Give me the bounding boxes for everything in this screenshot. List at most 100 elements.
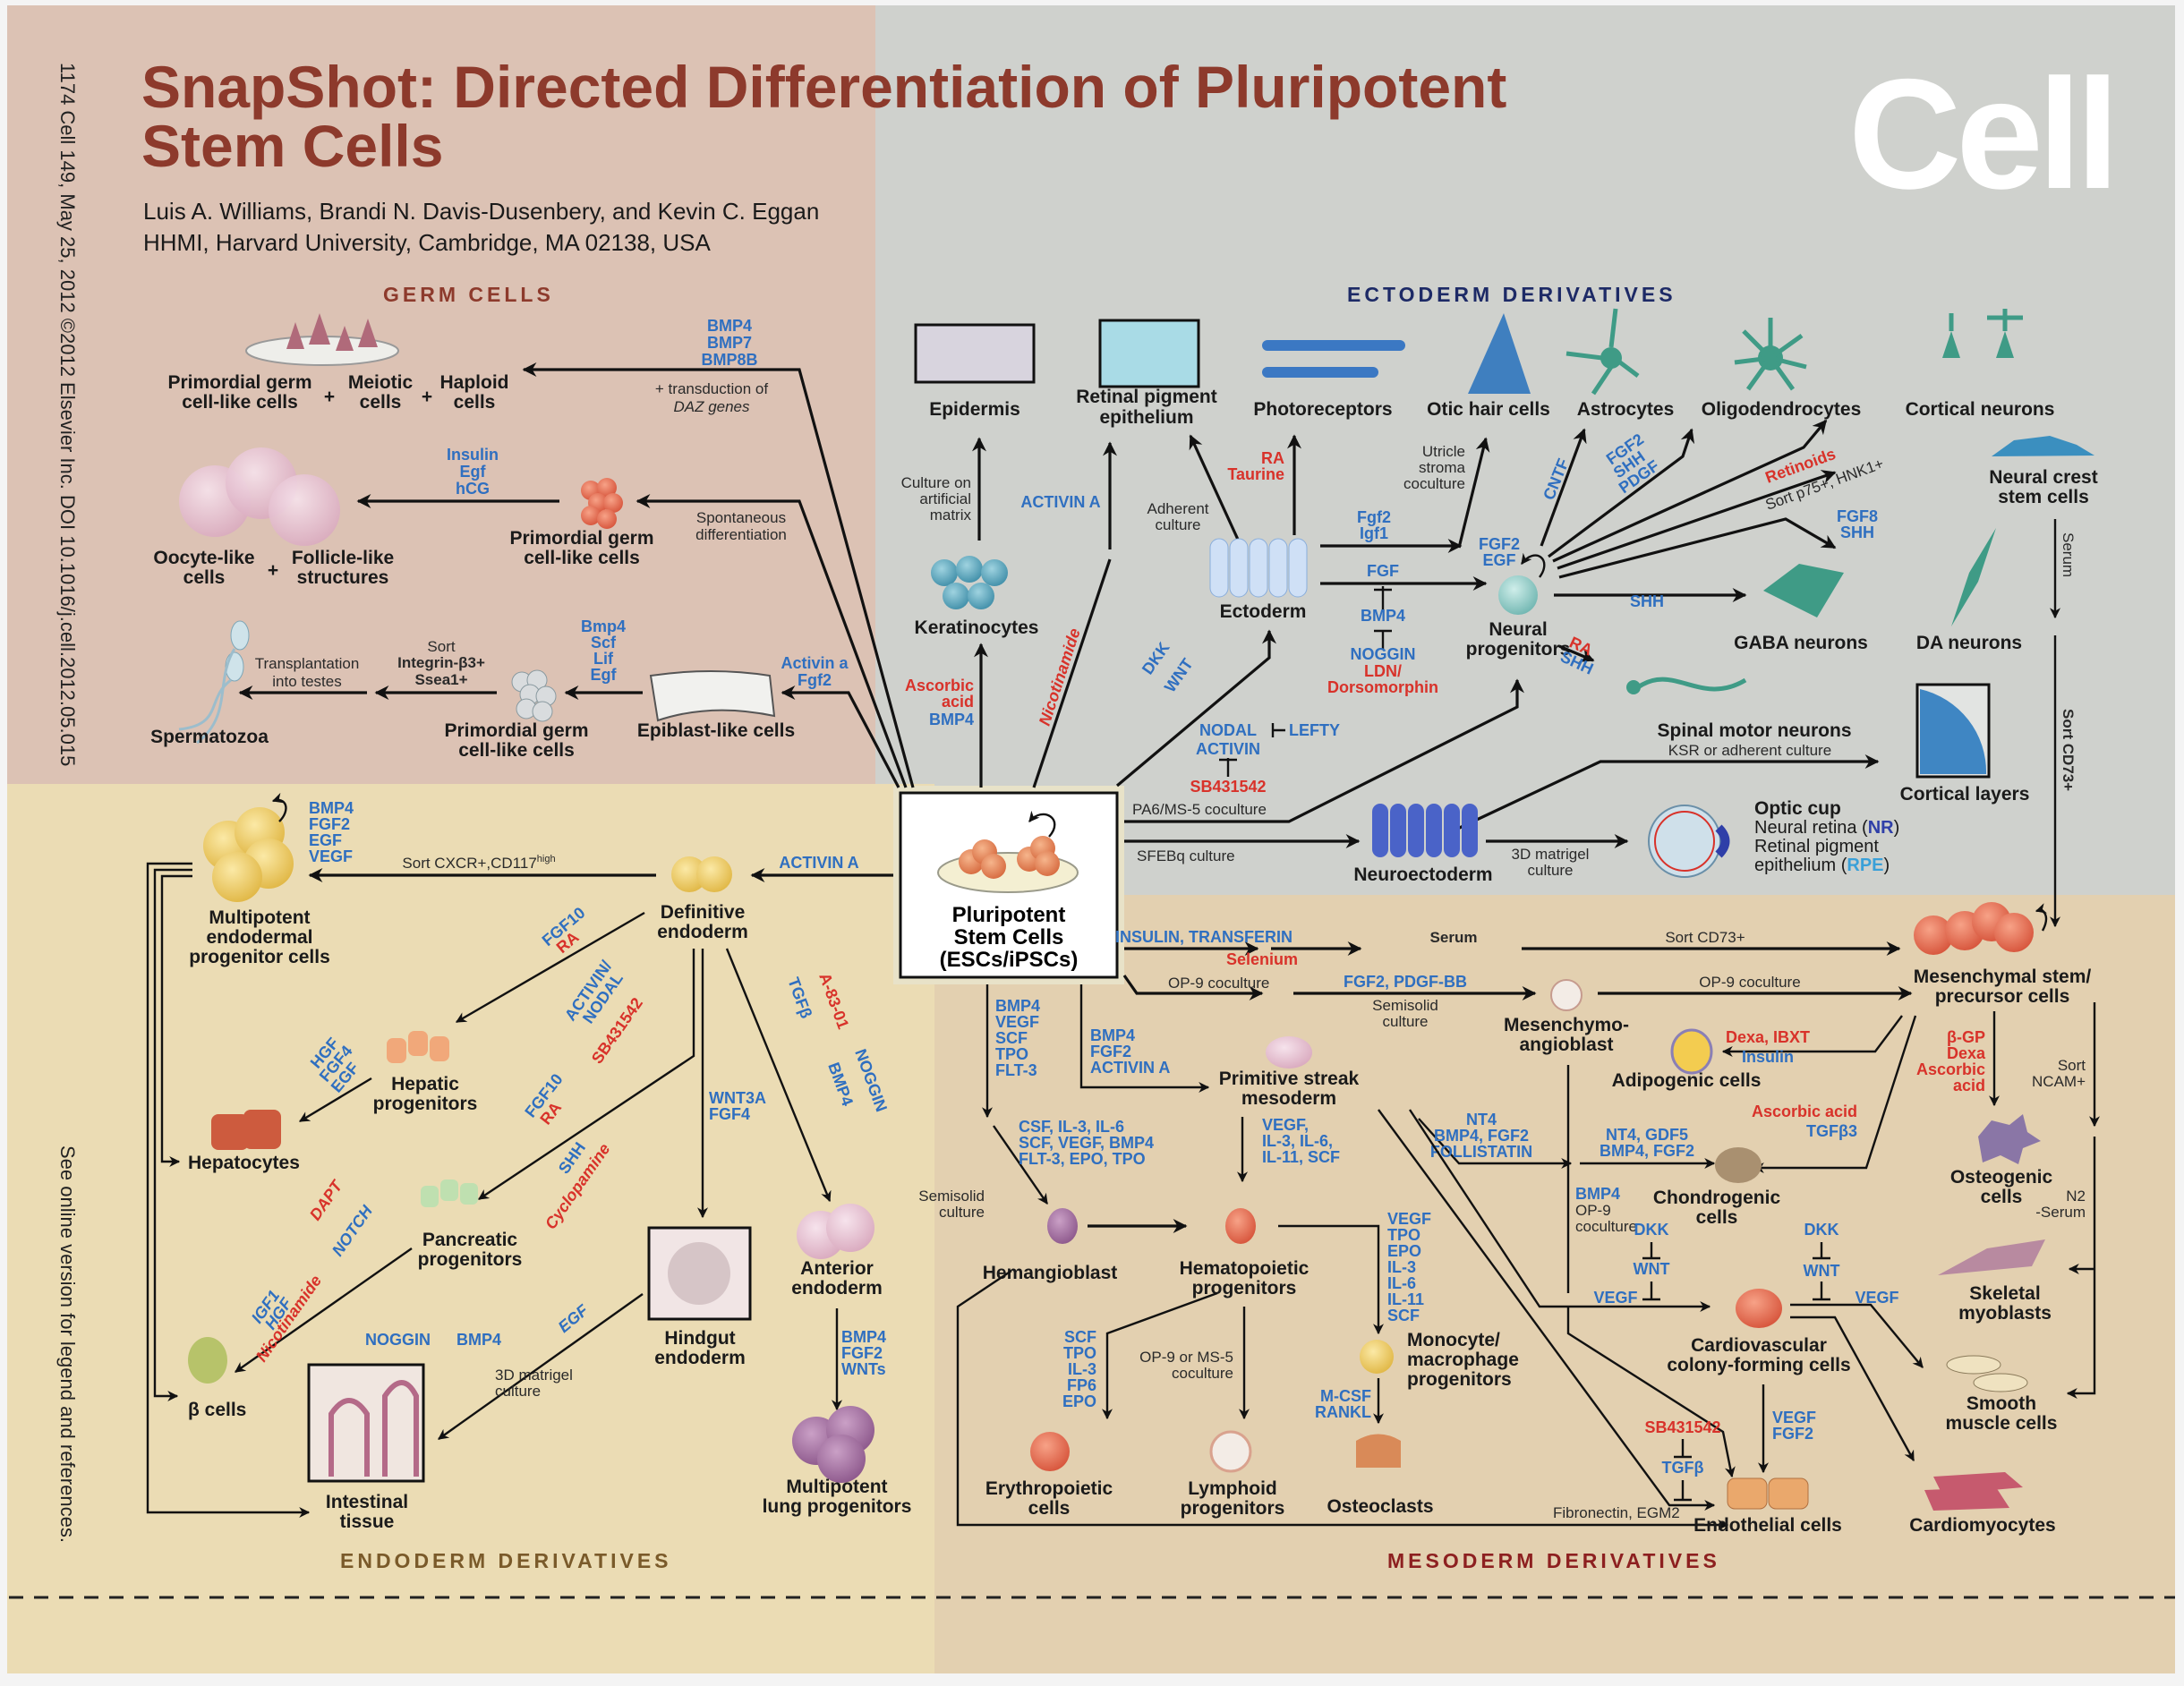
svg-text:lung progenitors: lung progenitors: [763, 1496, 912, 1517]
node-rpe-label: Retinal pigment: [1076, 387, 1217, 407]
svg-text:Activin a: Activin a: [781, 654, 849, 672]
spinal-motor-neuron-icon: [1636, 677, 1747, 692]
svg-text:BMP8B: BMP8B: [701, 351, 757, 369]
svg-text:BMP4: BMP4: [841, 1328, 886, 1346]
node-pancreatic-label: Pancreatic: [422, 1230, 518, 1250]
node-spermatozoa-label: Spermatozoa: [150, 727, 269, 747]
svg-text:WNTs: WNTs: [841, 1360, 886, 1378]
svg-text:OP-9: OP-9: [1575, 1202, 1611, 1219]
svg-text:progenitors: progenitors: [1466, 639, 1571, 660]
svg-text:BMP4: BMP4: [995, 997, 1040, 1015]
node-endothelial-label: Endothelial cells: [1693, 1515, 1842, 1536]
node-mono-label: Monocyte/: [1407, 1330, 1500, 1350]
svg-text:Sort CD73+: Sort CD73+: [2060, 709, 2077, 791]
arrow-mep-to-beta: [153, 868, 192, 1401]
germ-panel: [7, 5, 875, 784]
node-pgc2-label: Primordial germ: [509, 528, 653, 549]
node-hindgut-label: Hindgut: [664, 1328, 735, 1349]
svg-text:INSULIN, TRANSFERIN: INSULIN, TRANSFERIN: [1115, 928, 1292, 946]
petri-dish-icon: [937, 810, 1079, 893]
svg-text:+: +: [324, 387, 335, 407]
svg-text:EGF: EGF: [1482, 551, 1515, 569]
svg-text:BMP4, FGF2: BMP4, FGF2: [1600, 1142, 1694, 1160]
oligodendrocyte-icon: [1734, 318, 1807, 391]
svg-text:Insulin: Insulin: [1742, 1048, 1794, 1066]
arrow-mep-to-intestinal: [146, 862, 311, 1518]
arrow-ps-to-endothelial: [1378, 1109, 1716, 1511]
node-smooth-label: Smooth: [1966, 1393, 2036, 1414]
epiblast-icon: [649, 670, 776, 722]
erythropoietic-icon: [1030, 1432, 1070, 1471]
svg-text:RA: RA: [1261, 449, 1284, 467]
center-label-3: (ESCs/iPSCs): [940, 948, 1079, 972]
svg-text:Igf1: Igf1: [1360, 524, 1388, 542]
svg-text:angioblast: angioblast: [1519, 1035, 1613, 1055]
arrow-hindgut-to-intestinal: [438, 1293, 644, 1440]
svg-text:BMP4: BMP4: [456, 1331, 501, 1349]
node-osteo-label: Osteogenic: [1950, 1167, 2053, 1188]
svg-text:SCF, VEGF, BMP4: SCF, VEGF, BMP4: [1019, 1134, 1154, 1152]
node-da-label: DA neurons: [1916, 633, 2022, 653]
node-ery-label: Erythropoietic: [985, 1478, 1113, 1499]
svg-text:BMP4: BMP4: [1090, 1026, 1135, 1044]
svg-text:CSF, IL-3, IL-6: CSF, IL-3, IL-6: [1019, 1118, 1124, 1136]
svg-text:SFEBq culture: SFEBq culture: [1137, 847, 1235, 864]
node-neuroectoderm-label: Neuroectoderm: [1353, 864, 1492, 885]
svg-text:FGF: FGF: [1367, 562, 1399, 580]
arrow-ksr: [1449, 754, 1880, 834]
inhibit-dkk-wnt-1: [1642, 1242, 1660, 1301]
node-epiblast-label: Epiblast-like cells: [637, 720, 795, 741]
svg-text:Spontaneous: Spontaneous: [696, 509, 786, 526]
node-chondro-label: Chondrogenic: [1653, 1188, 1781, 1208]
arrow-to-smooth: [2066, 1137, 2096, 1399]
arrow-to-spinal: [1558, 644, 1595, 662]
svg-text:endoderm: endoderm: [654, 1348, 746, 1368]
svg-text:LEFTY: LEFTY: [1289, 721, 1340, 739]
epidermis-icon: [914, 323, 1036, 384]
svg-text:BMP4: BMP4: [1575, 1185, 1620, 1203]
svg-text:BMP4: BMP4: [1361, 607, 1405, 625]
svg-text:FP6: FP6: [1067, 1376, 1096, 1394]
node-pgc3-label: Primordial germ: [444, 720, 588, 741]
beta-cell-icon: [188, 1337, 227, 1384]
astrocyte-icon: [1565, 308, 1640, 396]
svg-text:Utricle: Utricle: [1422, 443, 1465, 460]
svg-text:Scf: Scf: [591, 634, 617, 651]
pgc-cluster-icon: [581, 478, 623, 529]
mesoderm-group: INSULIN, TRANSFERIN Selenium Serum Sort …: [918, 902, 2100, 1536]
svg-text:SHH: SHH: [1630, 592, 1664, 610]
node-ps-label: Primitive streak: [1219, 1069, 1360, 1089]
svg-text:Ssea1+: Ssea1+: [414, 671, 467, 688]
svg-text:coculture: coculture: [1403, 475, 1465, 492]
svg-text:TGFβ3: TGFβ3: [1806, 1122, 1857, 1140]
arrow-de-to-pancreatic: [478, 949, 695, 1200]
node-neural-progenitors-label: Neural: [1489, 619, 1547, 640]
chondrocyte-icon: [1715, 1147, 1762, 1183]
svg-text:culture: culture: [939, 1204, 985, 1221]
svg-text:-Serum: -Serum: [2035, 1204, 2086, 1221]
svg-text:BMP7: BMP7: [707, 334, 752, 352]
svg-text:BMP4, FGF2: BMP4, FGF2: [1434, 1127, 1529, 1145]
svg-text:cell-like cells: cell-like cells: [524, 548, 640, 568]
arrow-retinoids: [1552, 419, 1828, 563]
svg-text:DAZ genes: DAZ genes: [673, 398, 750, 415]
arrow-to-ncsc: [1557, 470, 1837, 570]
svg-text:SB431542: SB431542: [1190, 778, 1266, 796]
svg-text:TPO: TPO: [995, 1045, 1028, 1063]
svg-text:ACTIVIN A: ACTIVIN A: [1020, 493, 1100, 511]
center-label-1: Pluripotent: [952, 903, 1066, 927]
svg-text:Lif: Lif: [593, 650, 614, 668]
pgc-cells-icon: [286, 313, 378, 351]
svg-text:VEGF: VEGF: [1772, 1409, 1816, 1426]
svg-text:Ascorbic: Ascorbic: [905, 677, 974, 694]
arrow-mep-to-hepatocytes: [160, 874, 192, 1167]
arrow-to-da: [1558, 517, 1837, 579]
node-hepatocytes-label: Hepatocytes: [188, 1153, 300, 1173]
gaba-neuron-icon: [1763, 564, 1844, 617]
svg-text:progenitors: progenitors: [1192, 1278, 1297, 1299]
lymphoid-icon: [1209, 1430, 1252, 1473]
svg-text:Fgf2: Fgf2: [798, 671, 832, 689]
germ-row3: Spermatozoa Transplantation into testes …: [150, 617, 900, 788]
svg-text:VEGF: VEGF: [309, 847, 353, 865]
node-skeletal-label: Skeletal: [1969, 1283, 2040, 1304]
